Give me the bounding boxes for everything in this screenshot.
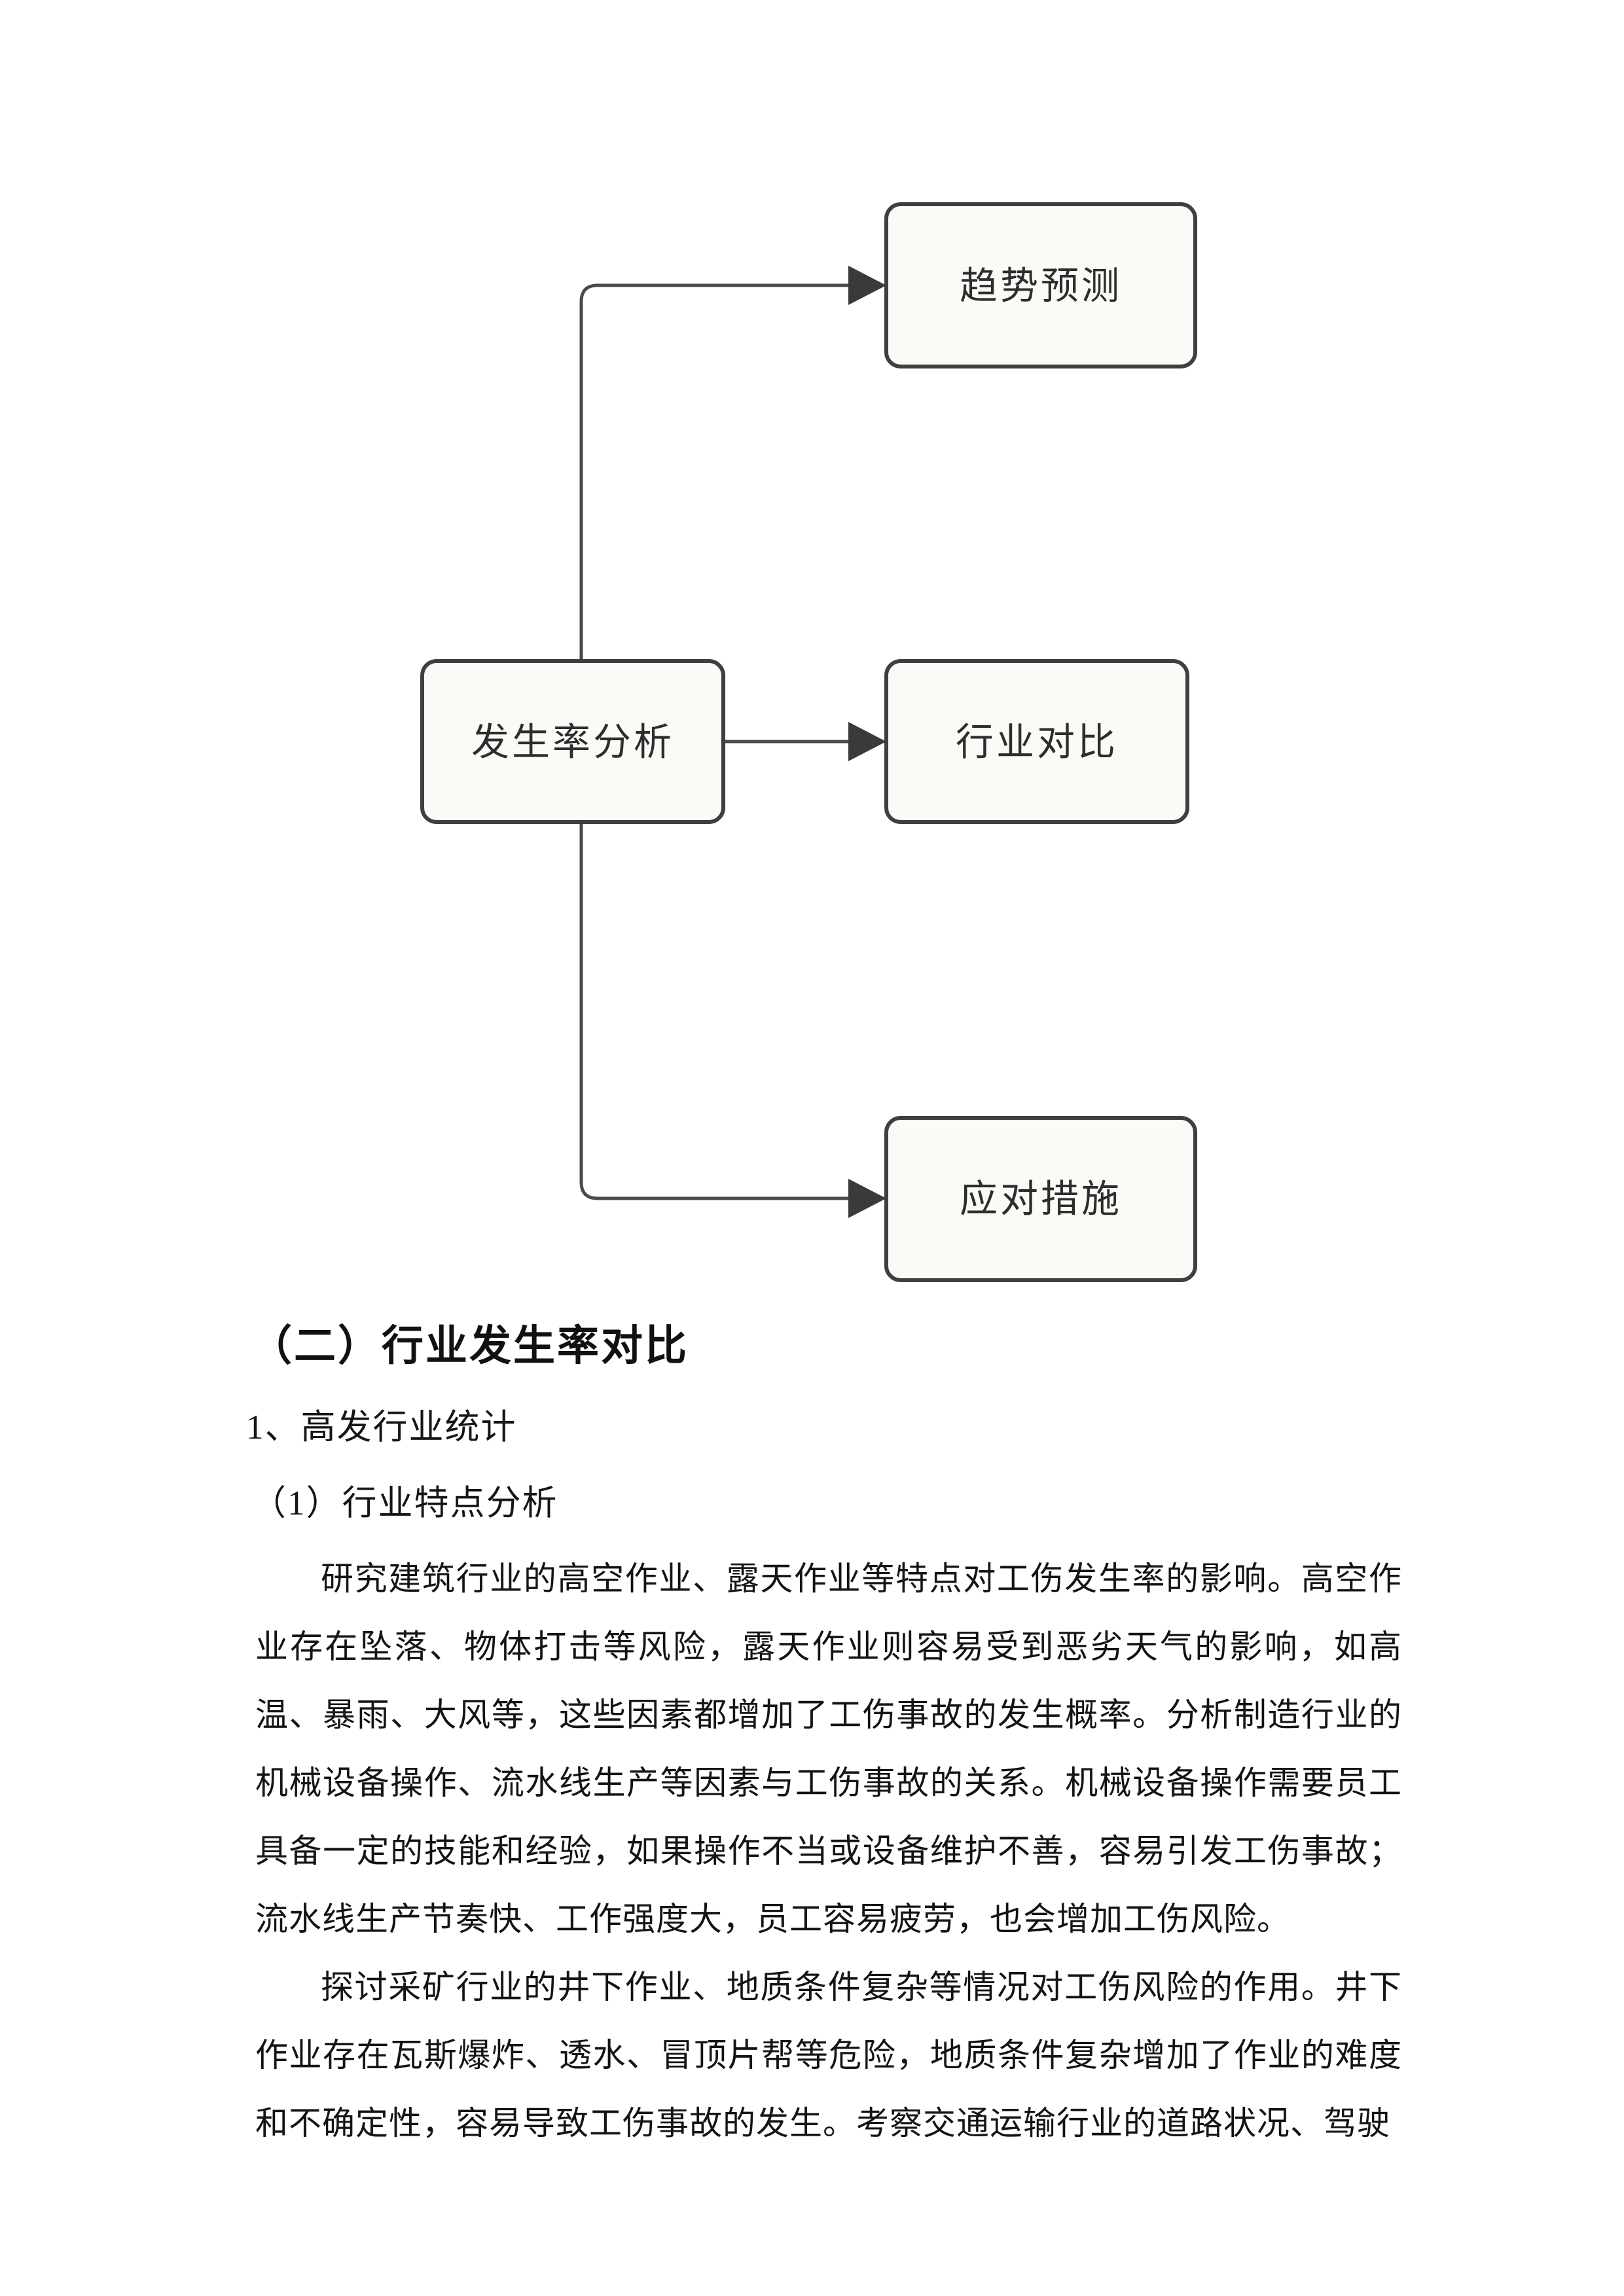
subheading-level-1: 1、高发行业统计 — [246, 1408, 517, 1447]
flowchart-node-analysis — [420, 659, 725, 824]
body-paragraph: 研究建筑行业的高空作业、露天作业等特点对工伤发生率的影响。高空作业存在坠落、物体… — [255, 1560, 1402, 1938]
flowchart: 趋势预测 发生率分析 行业对比 应对措施 — [420, 202, 1197, 1282]
connector-analysis-to-trend — [579, 283, 854, 668]
arrowhead-measures-icon — [848, 1179, 886, 1218]
arrowhead-industry-icon — [848, 722, 886, 761]
flowchart-svg: 趋势预测 发生率分析 行业对比 应对措施 — [420, 202, 1197, 1282]
flowchart-node-label-measures: 应对措施 — [960, 1177, 1122, 1220]
flowchart-node-label-analysis: 发生率分析 — [471, 721, 674, 763]
section-heading: （二）行业发生率对比 — [250, 1323, 689, 1369]
arrowhead-trend-icon — [848, 266, 886, 305]
flowchart-node-label-trend: 趋势预测 — [960, 264, 1122, 307]
flowchart-node-label-industry: 行业对比 — [956, 721, 1118, 763]
connector-analysis-to-measures — [579, 816, 854, 1200]
text-section: （二）行业发生率对比 1、高发行业统计 （1）行业特点分析 研究建筑行业的高空作… — [246, 1323, 1402, 2157]
flowchart-node-measures — [884, 1116, 1197, 1282]
body-paragraph: 探讨采矿行业的井下作业、地质条件复杂等情况对工伤风险的作用。井下作业存在瓦斯爆炸… — [255, 1969, 1402, 2142]
subheading-level-2: （1）行业特点分析 — [251, 1484, 558, 1523]
